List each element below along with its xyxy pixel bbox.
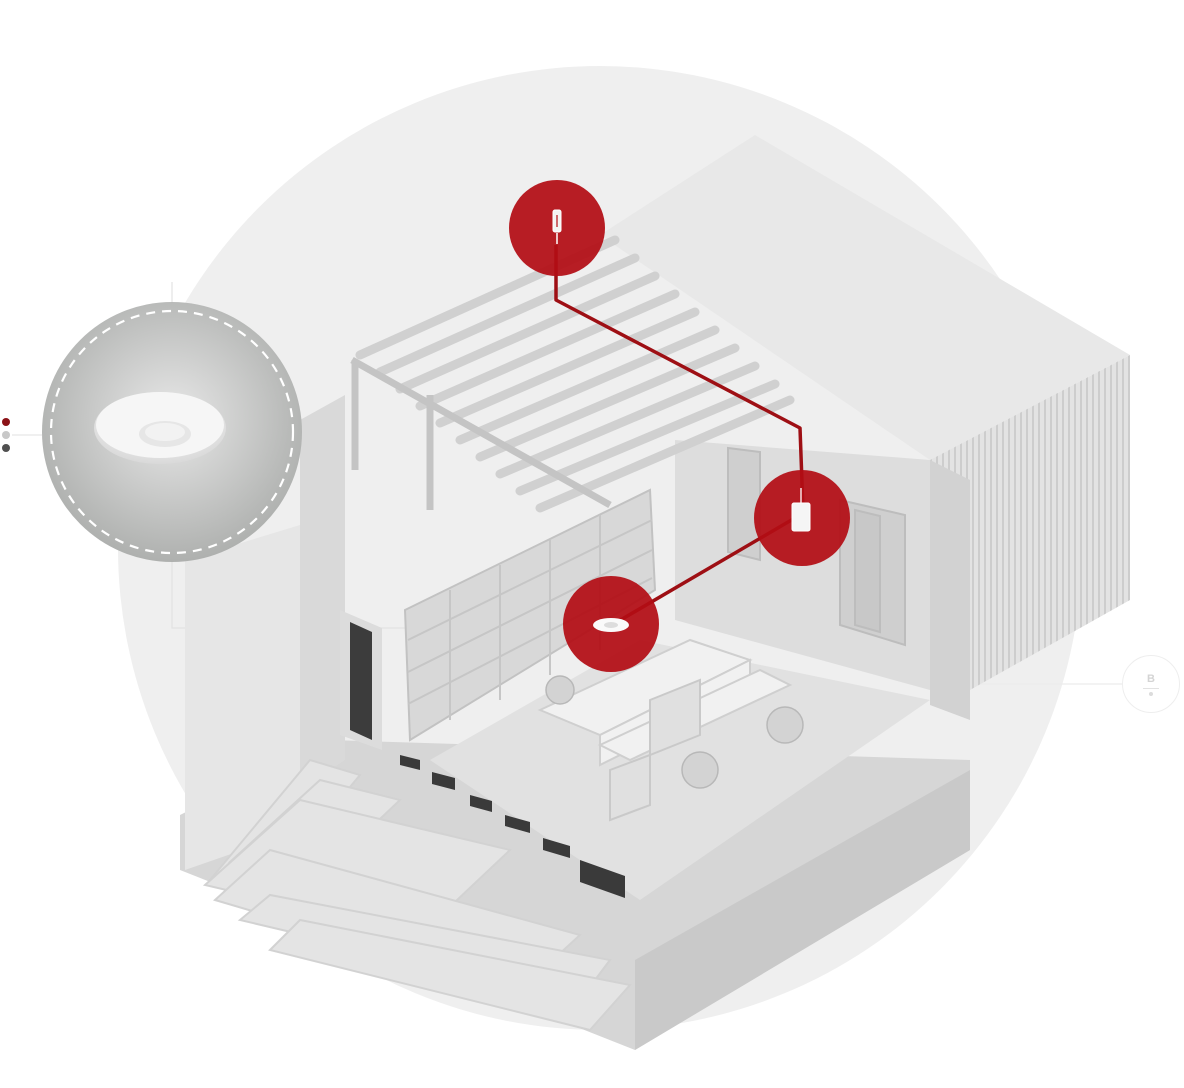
hotspot-outdoor-antenna[interactable] [509, 180, 605, 276]
legend-dot-red[interactable] [2, 418, 10, 426]
ceiling-access-point-icon [94, 392, 226, 464]
wall-router-icon [791, 488, 811, 532]
side-view-badge[interactable]: B [1122, 655, 1180, 713]
hotspot-wall-router[interactable] [754, 470, 850, 566]
inset-dashed-ring [49, 309, 295, 555]
outdoor-antenna-icon [552, 209, 562, 244]
side-badge-divider [1143, 687, 1159, 689]
legend-dot-dark-gray[interactable] [2, 444, 10, 452]
device-zoom-inset[interactable] [42, 302, 302, 562]
side-badge-dot [1149, 691, 1153, 696]
ceiling-access-point-icon [593, 618, 629, 632]
side-badge-letter: B [1147, 672, 1155, 685]
legend-dot-light-gray[interactable] [2, 431, 10, 439]
building-cutaway [180, 135, 1130, 1050]
hotspot-ceiling-access-point[interactable] [563, 576, 659, 672]
